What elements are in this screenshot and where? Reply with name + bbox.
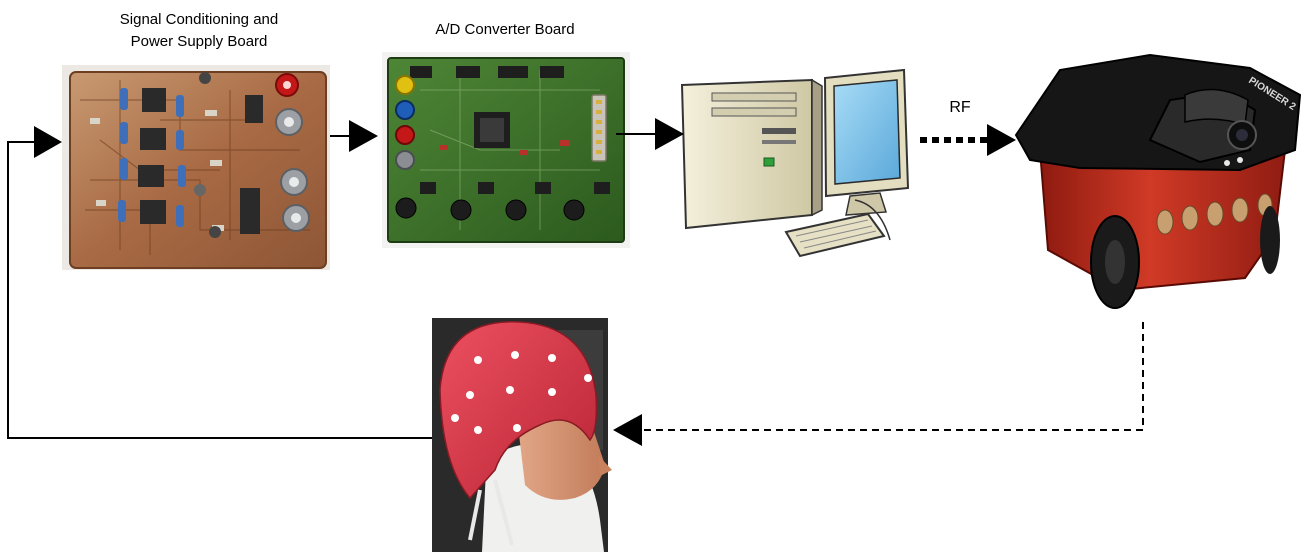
robot-to-user-dashed-link <box>640 322 1144 431</box>
eeg-user-image <box>432 318 612 552</box>
arrow-into-user <box>613 414 642 446</box>
signal-board-title-line2: Power Supply Board <box>130 33 268 50</box>
signal-board-image <box>62 65 330 270</box>
signal-board-title-line1: Signal Conditioning and <box>119 11 279 28</box>
arrow-into-robot <box>987 124 1016 156</box>
feedback-line <box>7 141 432 439</box>
arrow-into-computer <box>655 118 684 150</box>
adc-board-title: A/D Converter Board <box>435 21 575 38</box>
rf-link-label: RF <box>949 99 971 116</box>
arrow-into-adc-board <box>349 120 378 152</box>
adc-board-image <box>382 52 630 248</box>
robot-image: PIONEER 2 <box>1014 53 1302 309</box>
computer-image <box>680 68 910 258</box>
arrow-into-signal-board <box>34 126 62 158</box>
